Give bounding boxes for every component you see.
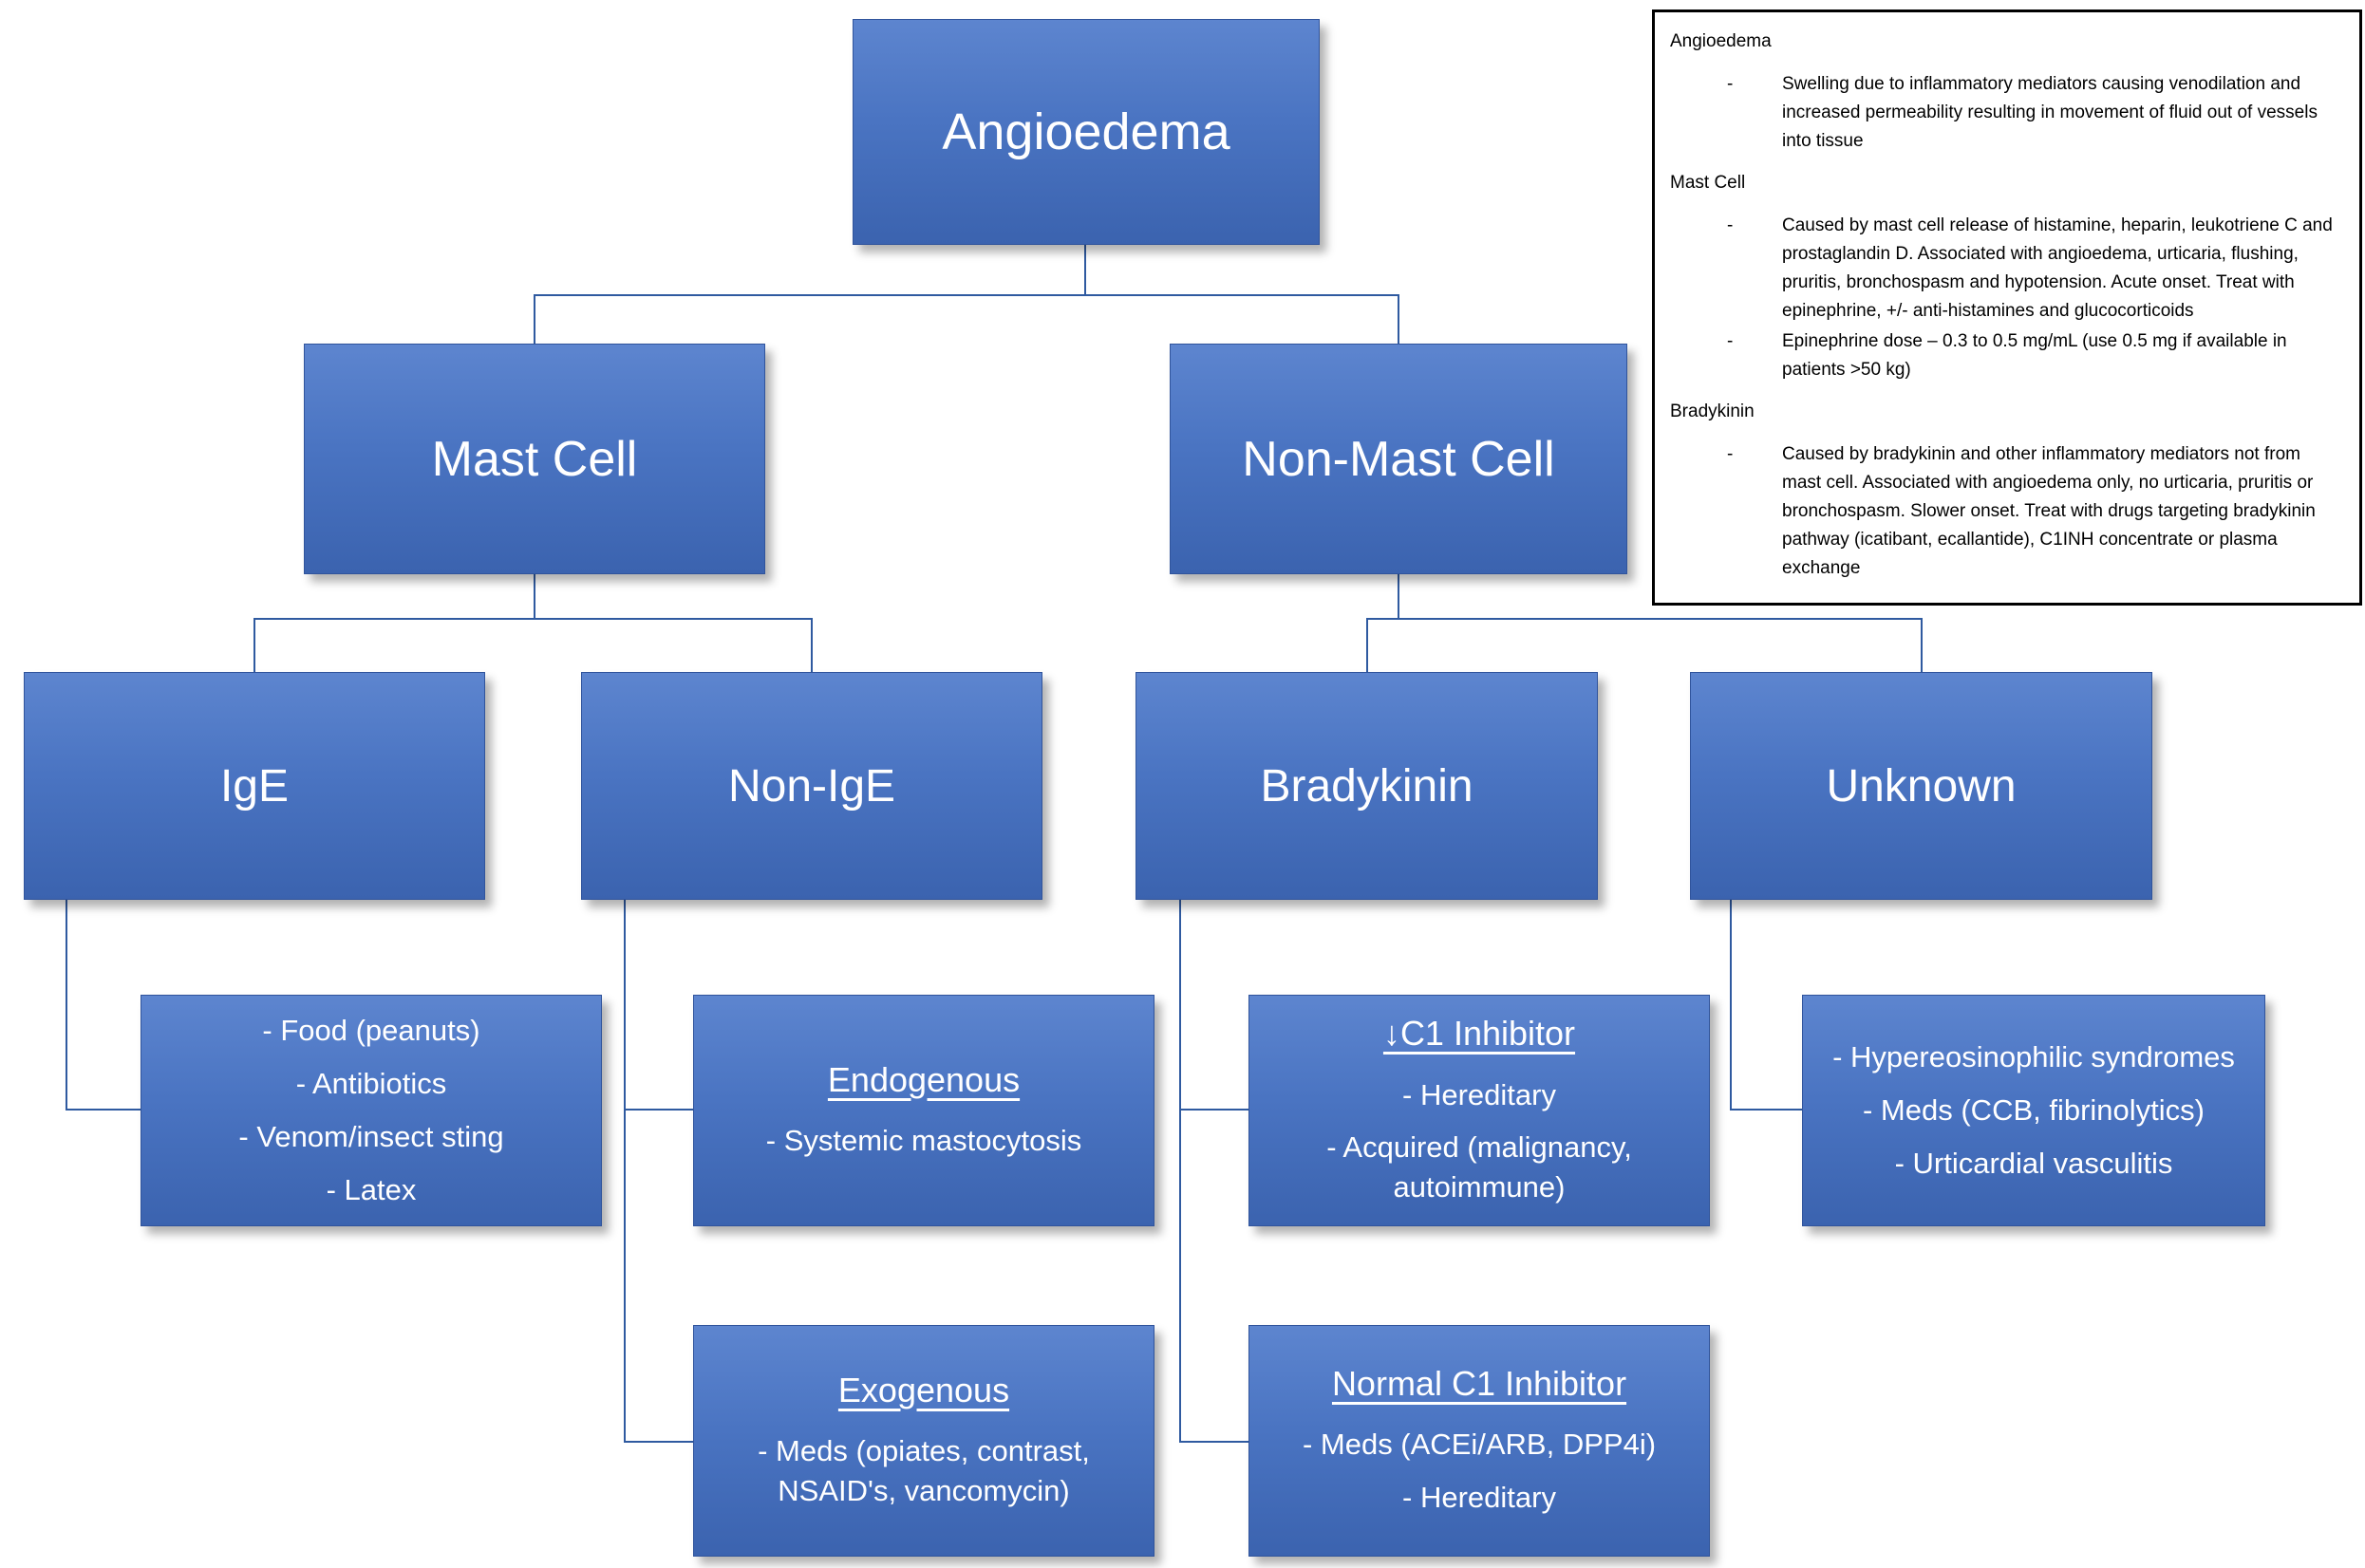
bullet-line: - Meds (CCB, fibrinolytics) <box>1863 1093 2205 1128</box>
bullet-line: - Acquired (malignancy, autoimmune) <box>1326 1130 1632 1204</box>
bullet-line: - Urticardial vasculitis <box>1894 1146 2173 1180</box>
connector-segment <box>1084 245 1086 296</box>
connector-segment <box>534 574 535 620</box>
node-endogenous: Endogenous - Systemic mastocytosis <box>693 995 1154 1226</box>
connector-segment <box>534 296 535 344</box>
bullet-line: - Antibiotics <box>295 1067 447 1101</box>
node-title: Non-Mast Cell <box>1242 431 1555 487</box>
notes-panel: Angioedema Swelling due to inflammatory … <box>1652 9 2362 606</box>
connector-segment <box>624 1109 693 1111</box>
connector-segment <box>1730 1109 1802 1111</box>
node-mast-cell: Mast Cell <box>304 344 765 574</box>
bullet-line: - Hereditary <box>1402 1481 1556 1515</box>
connector-segment <box>811 620 813 672</box>
bullet-line: - Meds (ACEi/ARB, DPP4i) <box>1302 1428 1657 1462</box>
node-heading: Normal C1 Inhibitor <box>1331 1363 1627 1403</box>
notes-section-bradykinin: Bradykinin Caused by bradykinin and othe… <box>1670 398 2338 583</box>
connector-segment <box>66 1109 141 1111</box>
bullet-line: - Food (peanuts) <box>262 1014 480 1048</box>
connector-segment <box>1398 296 1399 344</box>
connector-segment <box>1366 620 1368 672</box>
connector-segment <box>253 620 255 672</box>
notes-heading: Bradykinin <box>1670 401 1755 421</box>
connector-segment <box>66 900 67 1111</box>
node-unknown-causes: - Hypereosinophilic syndromes - Meds (CC… <box>1802 995 2265 1226</box>
notes-bullet: Epinephrine dose – 0.3 to 0.5 mg/mL (use… <box>1727 327 2338 384</box>
notes-bullet: Swelling due to inflammatory mediators c… <box>1727 70 2338 156</box>
notes-heading: Angioedema <box>1670 31 1772 51</box>
connector-segment <box>1398 574 1399 620</box>
notes-bullet-text: Swelling due to inflammatory mediators c… <box>1782 74 2318 151</box>
notes-bullet: Caused by bradykinin and other inflammat… <box>1727 440 2338 583</box>
node-title: Angioedema <box>942 103 1230 160</box>
node-angioedema: Angioedema <box>853 19 1320 245</box>
notes-heading: Mast Cell <box>1670 173 1746 193</box>
connector-segment <box>1179 1109 1248 1111</box>
notes-section-mast-cell: Mast Cell Caused by mast cell release of… <box>1670 169 2338 384</box>
connector-segment <box>534 294 1399 296</box>
bullet-line: - Hypereosinophilic syndromes <box>1832 1040 2235 1074</box>
node-normal-c1-inhibitor: Normal C1 Inhibitor - Meds (ACEi/ARB, DP… <box>1248 1325 1710 1557</box>
connector-segment <box>1179 900 1181 1443</box>
bullet-line: - Latex <box>326 1172 417 1206</box>
notes-bullet-text: Epinephrine dose – 0.3 to 0.5 mg/mL (use… <box>1782 331 2287 380</box>
node-title: Mast Cell <box>431 431 638 487</box>
bullet-line: - Systemic mastocytosis <box>765 1124 1082 1158</box>
node-title: Unknown <box>1826 760 2017 812</box>
connector-segment <box>1179 1441 1248 1443</box>
connector-segment <box>1366 618 1923 620</box>
node-unknown: Unknown <box>1690 672 2152 900</box>
connector-segment <box>253 618 813 620</box>
connector-segment <box>624 900 626 1443</box>
node-heading: Exogenous <box>837 1370 1010 1409</box>
node-title: Non-IgE <box>727 760 896 812</box>
node-ige-causes: - Food (peanuts) - Antibiotics - Venom/i… <box>141 995 602 1226</box>
notes-bullet-text: Caused by bradykinin and other inflammat… <box>1782 444 2316 578</box>
notes-section-angioedema: Angioedema Swelling due to inflammatory … <box>1670 28 2338 156</box>
node-exogenous: Exogenous - Meds (opiates, contrast, NSA… <box>693 1325 1154 1557</box>
bullet-line: - Venom/insect sting <box>238 1120 504 1153</box>
connector-segment <box>1730 900 1732 1111</box>
connector-segment <box>624 1441 693 1443</box>
node-non-mast-cell: Non-Mast Cell <box>1170 344 1627 574</box>
node-bradykinin: Bradykinin <box>1136 672 1598 900</box>
bullet-line: - Meds (opiates, contrast, NSAID's, vanc… <box>758 1434 1090 1508</box>
node-ige: IgE <box>24 672 485 900</box>
node-title: IgE <box>219 760 290 812</box>
node-heading: ↓C1 Inhibitor <box>1382 1013 1576 1053</box>
notes-bullet: Caused by mast cell release of histamine… <box>1727 212 2338 326</box>
notes-bullet-text: Caused by mast cell release of histamine… <box>1782 215 2333 321</box>
bullet-line: - Hereditary <box>1402 1077 1556 1111</box>
node-heading: Endogenous <box>827 1059 1021 1099</box>
node-low-c1-inhibitor: ↓C1 Inhibitor - Hereditary - Acquired (m… <box>1248 995 1710 1226</box>
node-non-ige: Non-IgE <box>581 672 1042 900</box>
node-title: Bradykinin <box>1260 760 1473 812</box>
connector-segment <box>1921 620 1923 672</box>
